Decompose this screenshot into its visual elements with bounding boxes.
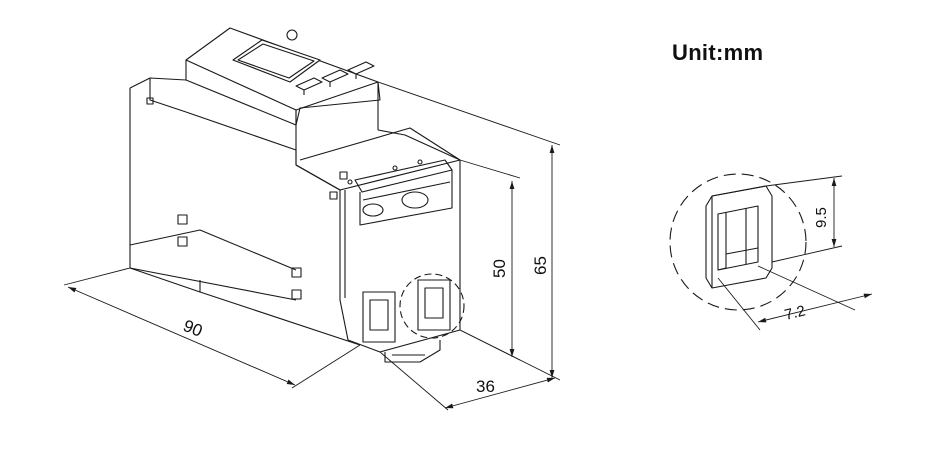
dim-line-terminal-width	[757, 293, 873, 323]
unit-label: Unit:mm	[672, 40, 764, 65]
terminal-slot-right	[417, 279, 451, 331]
mounting-hole-icon	[286, 29, 298, 41]
dim-terminal-width-label: 7.2	[783, 302, 807, 324]
dim-line-length	[67, 286, 296, 386]
dim-height-total-label: 65	[531, 256, 550, 275]
device-body	[129, 27, 465, 363]
terminal-detail	[669, 173, 807, 311]
dim-terminal-height-label: 9.5	[813, 207, 830, 228]
dimension-lines	[63, 81, 561, 411]
terminal-slot-left	[362, 291, 396, 343]
dim-depth-label: 36	[476, 377, 495, 396]
button-row	[295, 61, 375, 95]
dim-line-depth	[444, 377, 556, 409]
dim-height-front-label: 50	[490, 259, 509, 278]
detail-circle	[399, 273, 465, 339]
detail-dimension-lines	[717, 175, 873, 331]
